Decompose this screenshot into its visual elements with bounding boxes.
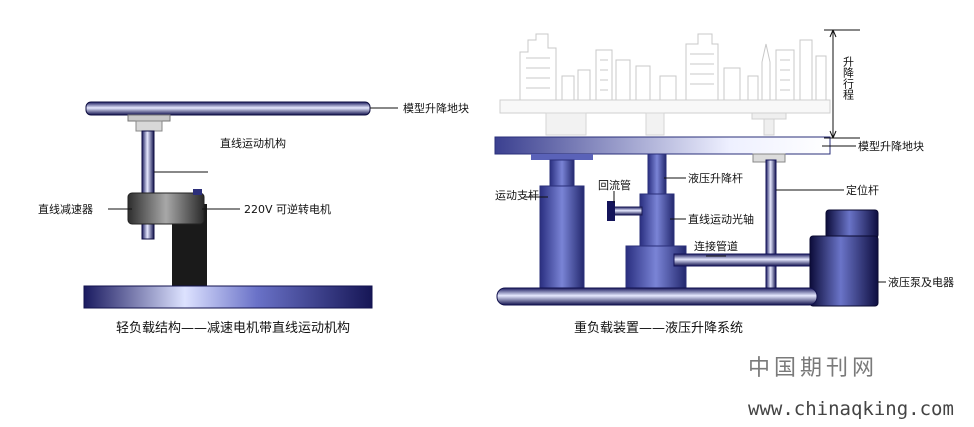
left-rod-cap — [127, 114, 171, 122]
left-label-model-block: 模型升降地块 — [403, 101, 469, 115]
label-motion-column: 运动支杆 — [495, 188, 539, 202]
right-base-pipe — [496, 287, 818, 306]
ghost-raised-platform — [499, 99, 831, 114]
right-caption: 重负载装置——液压升降系统 — [574, 320, 743, 336]
watermark-cn: 中国期刊网 — [748, 356, 878, 381]
left-model-block-bar — [85, 101, 371, 116]
right-diagram: 升降行程 模型升降地块 运动支杆 回流管 液压升降杆 直线运动光轴 定位杆 连接… — [494, 29, 954, 336]
left-caption: 轻负载结构——减速电机带直线运动机构 — [116, 321, 350, 336]
label-guide-shaft: 直线运动光轴 — [688, 212, 754, 226]
left-diagram: 模型升降地块 直线运动机构 直线减速器 220V 可逆转电机 轻负载结构——减速… — [38, 101, 469, 336]
motion-column-upper — [549, 159, 575, 187]
left-base-bar — [83, 285, 373, 309]
city-skyline-sketch — [519, 33, 827, 100]
right-model-block-platform — [494, 136, 831, 155]
left-reducer — [127, 192, 205, 225]
label-pump: 液压泵及电器 — [888, 275, 954, 289]
stroke-dimension — [824, 29, 860, 139]
label-connecting-pipe: 连接管道 — [694, 239, 738, 253]
guide-shaft-housing — [639, 193, 675, 247]
connecting-pipe — [673, 253, 811, 267]
label-return-pipe: 回流管 — [598, 178, 631, 192]
hydraulic-rod — [647, 153, 667, 195]
pump-top — [825, 209, 879, 239]
motion-column — [539, 185, 585, 289]
positioning-rod — [765, 159, 777, 289]
label-positioning-rod: 定位杆 — [846, 183, 879, 197]
left-label-motor: 220V 可逆转电机 — [244, 202, 331, 216]
label-hydraulic-rod: 液压升降杆 — [688, 171, 743, 185]
label-stroke: 升降行程 — [842, 56, 855, 101]
left-label-linear-mechanism: 直线运动机构 — [220, 136, 286, 150]
pump-body — [809, 235, 879, 307]
hydraulic-base — [625, 245, 687, 289]
left-label-reducer: 直线减速器 — [38, 202, 93, 216]
watermark-url: www.chinaqking.com — [748, 398, 954, 420]
right-label-model-block: 模型升降地块 — [858, 139, 924, 153]
